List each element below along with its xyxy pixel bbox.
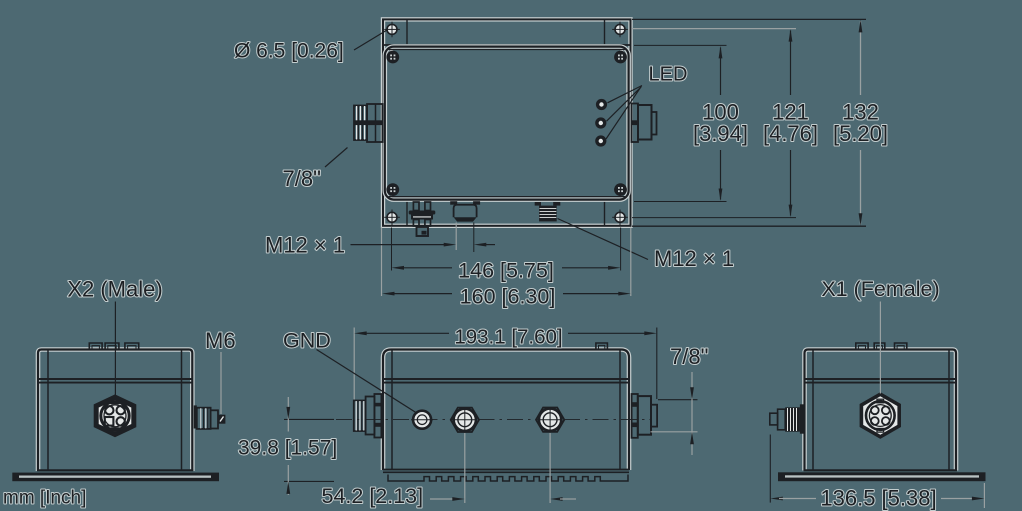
svg-text:54.2 [2.13]: 54.2 [2.13]: [322, 484, 424, 508]
svg-text:193.1 [7.60]: 193.1 [7.60]: [454, 326, 562, 349]
svg-text:39.8 [1.57]: 39.8 [1.57]: [238, 437, 337, 460]
svg-text:M12 × 1: M12 × 1: [654, 246, 734, 271]
svg-text:160 [6.30]: 160 [6.30]: [460, 285, 556, 309]
svg-text:132: 132: [842, 100, 879, 125]
svg-text:7/8": 7/8": [670, 344, 708, 369]
svg-text:X2 (Male): X2 (Male): [67, 277, 162, 302]
svg-text:100: 100: [702, 100, 739, 125]
svg-text:121: 121: [772, 100, 809, 125]
svg-text:[4.76]: [4.76]: [763, 121, 818, 146]
svg-text:M6: M6: [205, 328, 236, 353]
svg-text:LED: LED: [649, 64, 688, 86]
svg-text:mm [Inch]: mm [Inch]: [3, 488, 86, 509]
svg-text:7/8": 7/8": [283, 166, 321, 191]
svg-text:GND: GND: [283, 329, 331, 353]
svg-text:[5.20]: [5.20]: [833, 121, 888, 146]
svg-text:136.5 [5.38]: 136.5 [5.38]: [820, 486, 936, 511]
svg-text:146 [5.75]: 146 [5.75]: [458, 259, 554, 283]
svg-text:X1 (Female): X1 (Female): [821, 277, 939, 301]
svg-text:Ø 6.5 [0.26]: Ø 6.5 [0.26]: [234, 40, 344, 63]
svg-text:[3.94]: [3.94]: [693, 121, 748, 146]
svg-text:M12 × 1: M12 × 1: [265, 233, 345, 258]
